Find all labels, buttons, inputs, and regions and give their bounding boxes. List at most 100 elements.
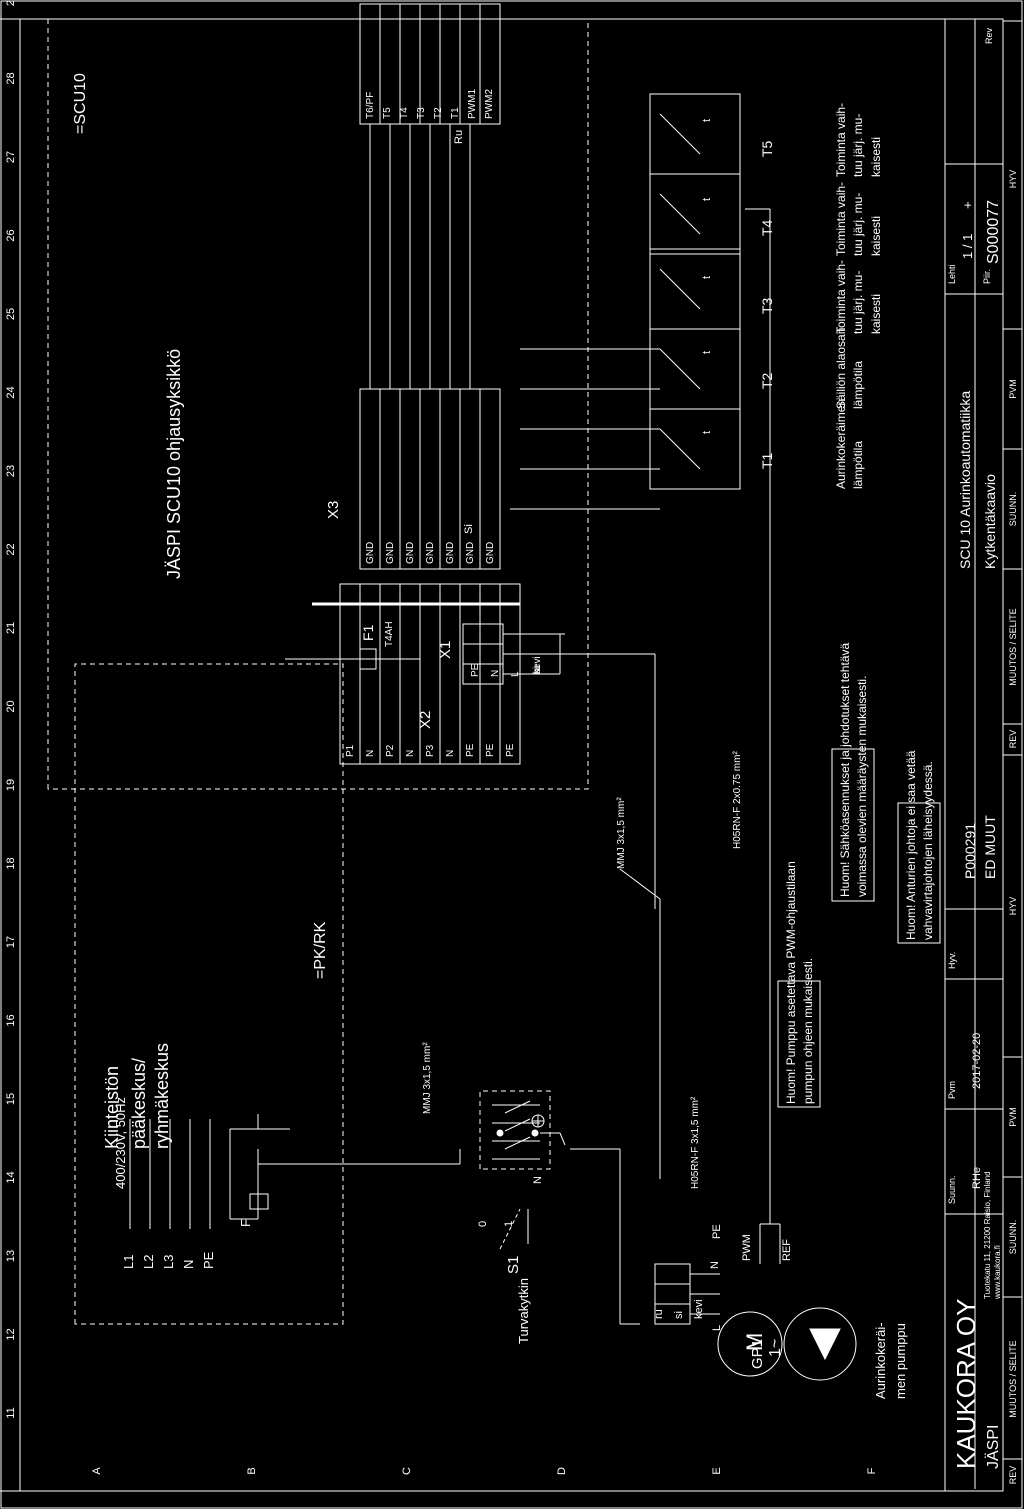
note-3-a: Huom! Anturien johtoja ei saa vetää — [904, 750, 918, 940]
column-number: 20 — [5, 700, 17, 712]
pk-supply: 400/230V, 50Hz — [113, 1097, 128, 1189]
switch-name: S1 — [505, 1256, 522, 1274]
pump-wire-kevi: kevi — [693, 1299, 705, 1319]
footer-rev: REV — [1008, 1466, 1018, 1485]
pump-pwm: PWM — [741, 1234, 753, 1261]
pump-name: GP1 — [749, 1339, 766, 1369]
sensor-T1-l1: Aurinkokeräimen — [834, 399, 848, 489]
column-number: 13 — [5, 1250, 17, 1262]
column-number: 11 — [5, 1407, 17, 1418]
sensor-T5-id: T5 — [759, 140, 775, 157]
x3-pin-5: T1 — [450, 107, 461, 119]
scu-box — [47, 18, 589, 790]
sensor-T3-l1: Toiminta vaih- — [834, 260, 848, 334]
sensor-T1-l2: lämpötila — [851, 441, 865, 489]
pump-wire-si: si — [673, 1311, 685, 1319]
cable-1: MMJ 3x1,5 mm² — [422, 1042, 433, 1114]
x2-pin-7: PE — [485, 743, 496, 757]
sensor-T3-l3: kaisesti — [869, 294, 883, 334]
column-number: 12 — [5, 1328, 17, 1340]
x3-gnd-2: GND — [405, 542, 416, 564]
x3-strip-right — [359, 3, 501, 125]
x3-gnd-1: GND — [385, 542, 396, 564]
pump-pin-l: L — [711, 1325, 723, 1331]
f1-rating: T4AH — [384, 621, 395, 647]
fuse-f — [249, 1193, 269, 1210]
designed-value: RHe — [971, 1167, 983, 1189]
footer-designed: SUUNN. — [1008, 1220, 1018, 1255]
drawing-title: SCU 10 Aurinkoautomatiikka — [957, 391, 973, 569]
pump-wire-ru: ru — [653, 1309, 665, 1319]
designed-label: Suunn. — [947, 1175, 957, 1204]
footer-date-2: PVM — [1008, 379, 1018, 399]
pk-fuse: F — [238, 1219, 253, 1227]
row-letter: E — [711, 1467, 723, 1474]
note-1-a: Huom! Pumppu asetettava PWM-ohjaustilaan — [784, 861, 798, 1104]
sensor-T2-id: T2 — [759, 372, 775, 389]
pump-pin-pe: PE — [711, 1224, 723, 1239]
pump-caption-2: men pumppu — [893, 1323, 908, 1399]
fuse-f1 — [359, 648, 377, 670]
switch-box — [479, 1090, 551, 1170]
sensor-T1-sym: t — [701, 431, 713, 434]
x1-label: X1 — [437, 641, 454, 659]
sensors — [649, 93, 741, 490]
switch-pos0: 0 — [477, 1221, 489, 1227]
row-letter: C — [401, 1467, 413, 1475]
footer-approved: HYV — [1008, 897, 1018, 916]
sensor-T5-l3: kaisesti — [869, 137, 883, 177]
sensor-T4-sym: t — [701, 198, 713, 201]
pk-label: =PK/RK — [312, 921, 329, 979]
sensor-T3-sym: t — [701, 276, 713, 279]
date-label: Pvm — [947, 1081, 957, 1099]
switch-caption: Turvakytkin — [516, 1278, 531, 1344]
x2-pin-5: N — [445, 750, 456, 757]
drawing-subtitle: Kytkentäkaavio — [982, 474, 998, 569]
column-number: 28 — [5, 72, 17, 84]
drawing-no-label: Piir. — [982, 269, 992, 284]
x2-pin-4: P3 — [425, 744, 436, 757]
address: Tuotekatu 11, 21200 Raisio, Finland — [983, 1171, 992, 1299]
sensor-T5-sym: t — [701, 119, 713, 122]
sensor-T4-id: T4 — [759, 219, 775, 236]
si-label: Si — [463, 524, 475, 534]
pump-ref: REF — [781, 1239, 793, 1261]
sensor-T2-sym: t — [701, 351, 713, 354]
cable-4: H05RN-F 2x0.75 mm² — [732, 751, 743, 849]
x3-gnd-3: GND — [425, 542, 436, 564]
note-2-b: voimassa olevien määräysten mukaisesti. — [855, 676, 869, 897]
x2-pin-0: P1 — [345, 744, 356, 757]
x2-pin-6: PE — [465, 743, 476, 757]
pk-title-2: pääkeskus/ — [129, 1058, 149, 1149]
footer-rev-2: REV — [1008, 730, 1018, 749]
sensor-T2-l1: Säiliön alaosan — [834, 328, 848, 409]
x3-pin-2: T4 — [399, 107, 410, 119]
x2-pin-2: P2 — [385, 744, 396, 757]
sensor-T4-l2: tuu järj. mu- — [851, 193, 865, 256]
x3-pin-3: T3 — [416, 107, 427, 119]
cable-3: H05RN-F 3x1,5 mm² — [690, 1096, 701, 1189]
approved-label: Hyv. — [947, 952, 957, 969]
drawing-no: S000077 — [985, 200, 1002, 264]
pump-motor: M — [742, 1333, 767, 1351]
pk-box — [74, 663, 344, 1325]
x1-wire-si: si — [532, 667, 543, 674]
x1-pin-PE: PE — [470, 663, 481, 677]
x3-pin-6: PWM1 — [467, 89, 478, 119]
pk-line-N: N — [181, 1260, 196, 1269]
web: www.kaukora.fi — [993, 1245, 1002, 1300]
pk-title-1: Kiinteistön — [102, 1066, 122, 1149]
column-number: 29 — [5, 0, 17, 6]
sensor-t5 — [649, 93, 741, 175]
x2-label: X2 — [417, 711, 434, 729]
column-number: 16 — [5, 1014, 17, 1026]
x3-gnd-4: GND — [445, 542, 456, 564]
column-number: 26 — [5, 229, 17, 241]
sheet-label: Lehti — [947, 264, 957, 284]
sensor-T3-id: T3 — [759, 297, 775, 314]
row-letter: B — [246, 1467, 258, 1474]
x2-pin-8: PE — [505, 743, 516, 757]
column-number: 25 — [5, 308, 17, 320]
